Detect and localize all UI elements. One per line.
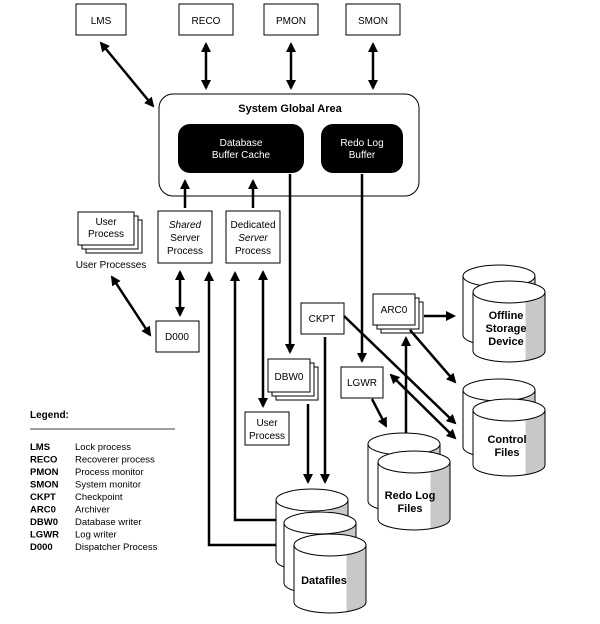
legend-key: PMON xyxy=(30,467,59,478)
buffer-cache-line-2: Buffer Cache xyxy=(212,150,271,161)
redo-log-files-cylinders: Redo Log Files xyxy=(367,432,451,531)
legend-item: LMS Lock process xyxy=(30,442,131,453)
redo-files-line-2: Files xyxy=(397,503,422,515)
d000-label: D000 xyxy=(165,332,189,343)
shared-line-3: Process xyxy=(167,246,203,257)
shared-server-process: Shared Server Process xyxy=(157,210,213,264)
shared-line-1: Shared xyxy=(169,220,202,231)
d000-process: D000 xyxy=(155,320,200,353)
legend-desc: Log writer xyxy=(75,530,117,541)
legend-title: Legend: xyxy=(30,410,69,421)
redo-buffer-line-2: Buffer xyxy=(349,150,376,161)
legend-item: RECO Recoverer process xyxy=(30,455,155,466)
legend-item: DBW0 Database writer xyxy=(30,517,142,528)
legend-key: D000 xyxy=(30,542,53,553)
legend: Legend: LMS Lock process RECO Recoverer … xyxy=(30,410,175,553)
user-processes-stack: User Process xyxy=(77,211,143,254)
pmon-label: PMON xyxy=(276,16,306,27)
lgwr-control-arrow xyxy=(389,373,457,440)
ckpt-process: CKPT xyxy=(300,302,345,335)
legend-desc: Recoverer process xyxy=(75,455,155,466)
redo-buffer-line-1: Redo Log xyxy=(340,138,383,149)
dedicated-line-1: Dedicated xyxy=(230,220,275,231)
legend-item: SMON System monitor xyxy=(30,480,141,491)
datafiles-cylinders: Datafiles xyxy=(275,488,367,614)
user-processes-caption: User Processes xyxy=(76,260,147,271)
offline-line-2: Storage xyxy=(486,323,527,335)
lms-process: LMS xyxy=(75,3,127,36)
lgwr-to-redo-files-arrow xyxy=(370,398,388,428)
database-buffer-cache: Database Buffer Cache xyxy=(178,124,304,173)
legend-desc: System monitor xyxy=(75,480,141,491)
offline-line-1: Offline xyxy=(489,310,524,322)
legend-desc: Archiver xyxy=(75,505,110,516)
legend-key: CKPT xyxy=(30,492,56,503)
dedicated-line-3: Process xyxy=(235,246,271,257)
single-user-line-1: User xyxy=(256,418,278,429)
legend-desc: Database writer xyxy=(75,517,142,528)
arc0-to-control-arrow xyxy=(409,329,457,384)
control-line-2: Files xyxy=(494,447,519,459)
users-d000-arrow xyxy=(110,275,152,337)
single-user-line-2: Process xyxy=(249,431,285,442)
legend-item: PMON Process monitor xyxy=(30,467,144,478)
dedicated-server-process: Dedicated Server Process xyxy=(225,210,281,264)
shared-line-2: Server xyxy=(170,233,200,244)
legend-item: CKPT Checkpoint xyxy=(30,492,123,503)
legend-key: LGWR xyxy=(30,530,59,541)
control-files-cylinders: Control Files xyxy=(462,378,546,477)
datafiles-to-dedicated-arrow xyxy=(230,271,278,522)
lgwr-process: LGWR xyxy=(340,366,384,399)
single-user-process: User Process xyxy=(244,411,290,446)
lms-sga-arrow xyxy=(99,41,155,108)
smon-label: SMON xyxy=(358,16,388,27)
legend-key: DBW0 xyxy=(30,517,58,528)
legend-desc: Dispatcher Process xyxy=(75,542,158,553)
offline-storage-cylinders: Offline Storage Device xyxy=(462,264,546,363)
pmon-process: PMON xyxy=(263,3,319,36)
reco-process: RECO xyxy=(178,3,234,36)
user-process-line-2: Process xyxy=(88,229,124,240)
legend-item: LGWR Log writer xyxy=(30,530,117,541)
legend-item: ARC0 Archiver xyxy=(30,505,110,516)
dbw0-label: DBW0 xyxy=(275,372,304,383)
buffer-cache-line-1: Database xyxy=(220,138,263,149)
system-global-area: System Global Area Database Buffer Cache… xyxy=(158,93,420,197)
sga-title: System Global Area xyxy=(238,103,342,115)
control-line-1: Control xyxy=(487,434,526,446)
reco-label: RECO xyxy=(192,16,221,27)
redo-files-line-1: Redo Log xyxy=(385,490,436,502)
datafiles-to-shared-arrow xyxy=(204,271,278,547)
legend-key: ARC0 xyxy=(30,505,56,516)
user-process-line-1: User xyxy=(95,217,117,228)
lgwr-label: LGWR xyxy=(347,378,377,389)
ckpt-label: CKPT xyxy=(309,314,336,325)
dbw0-process-stack: DBW0 xyxy=(267,358,319,401)
dedicated-line-2: Server xyxy=(238,233,268,244)
smon-process: SMON xyxy=(345,3,401,36)
legend-desc: Checkpoint xyxy=(75,492,123,503)
redo-log-buffer: Redo Log Buffer xyxy=(321,124,403,173)
legend-desc: Lock process xyxy=(75,442,131,453)
legend-key: RECO xyxy=(30,455,57,466)
arc0-label: ARC0 xyxy=(381,305,408,316)
legend-item: D000 Dispatcher Process xyxy=(30,542,158,553)
arc0-process-stack: ARC0 xyxy=(372,293,424,334)
legend-key: LMS xyxy=(30,442,50,453)
lms-label: LMS xyxy=(91,16,112,27)
offline-line-3: Device xyxy=(488,336,523,348)
legend-desc: Process monitor xyxy=(75,467,144,478)
datafiles-label: Datafiles xyxy=(301,575,347,587)
legend-key: SMON xyxy=(30,480,59,491)
